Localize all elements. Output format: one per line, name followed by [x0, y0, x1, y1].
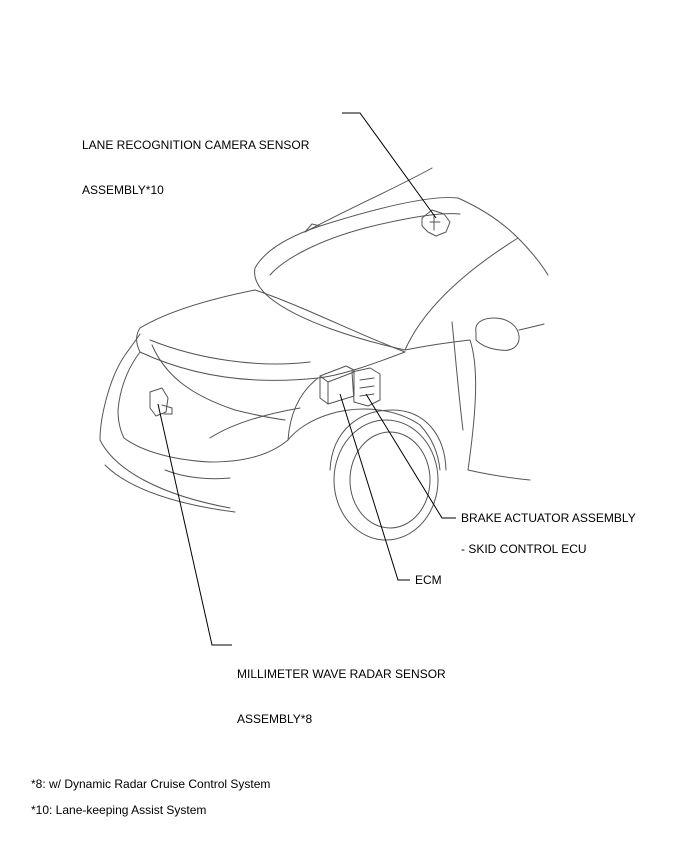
side-mirror [475, 317, 520, 351]
camera-leader [342, 112, 437, 219]
camera-sensor-label-line-2: ASSEMBLY*10 [82, 183, 164, 197]
fog-lamp [164, 469, 231, 480]
radar-sensor [149, 387, 169, 417]
radar-sensor-label-line-2: ASSEMBLY*8 [237, 712, 313, 726]
hood-crease [149, 339, 311, 365]
tire-inner [349, 431, 431, 529]
radar-sensor-mount [161, 404, 173, 415]
grille-upper [123, 437, 289, 463]
ecm-leader [339, 393, 410, 581]
camera-sensor-detail [429, 215, 441, 231]
grille-lower [99, 439, 231, 509]
front-bumper-upper [117, 351, 141, 439]
front-door [404, 339, 477, 471]
door-edge [451, 321, 464, 431]
radar-leader [157, 403, 232, 646]
radar-sensor-label: MILLIMETER WAVE RADAR SENSOR ASSEMBLY*8 [237, 637, 446, 742]
leader-lines [157, 112, 456, 646]
camera-sensor-label-line-1: LANE RECOGNITION CAMERA SENSOR [82, 138, 310, 152]
footnote-10: *10: Lane-keeping Assist System [31, 803, 207, 817]
mirror-stalk [518, 323, 545, 331]
footnote-8: *8: w/ Dynamic Radar Cruise Control Syst… [31, 777, 271, 791]
brake-actuator-label: BRAKE ACTUATOR ASSEMBLY [461, 511, 636, 525]
windshield [254, 197, 519, 351]
headlight-left [151, 344, 286, 421]
a-pillar [517, 237, 549, 276]
skid-control-ecu-label: - SKID CONTROL ECU [461, 542, 587, 556]
brake-actuator [351, 367, 381, 407]
ecm-label: ECM [415, 573, 442, 587]
front-corner [99, 333, 141, 441]
camera-sensor-label: LANE RECOGNITION CAMERA SENSOR ASSEMBLY*… [82, 108, 309, 213]
rocker-line [467, 469, 531, 481]
front-fender [287, 377, 441, 471]
wheel-arch [329, 409, 447, 471]
bumper-lower [104, 464, 236, 513]
brake-actuator-leader [365, 393, 456, 519]
radar-sensor-label-line-1: MILLIMETER WAVE RADAR SENSOR [237, 667, 446, 681]
antenna [304, 223, 321, 233]
roof-line [304, 167, 433, 233]
headlight-lower [209, 407, 301, 439]
vehicle-outline [99, 167, 549, 541]
hood [136, 289, 406, 381]
camera-sensor [421, 209, 451, 237]
brake-actuator-detail [359, 377, 375, 397]
windshield-inner [269, 213, 461, 276]
